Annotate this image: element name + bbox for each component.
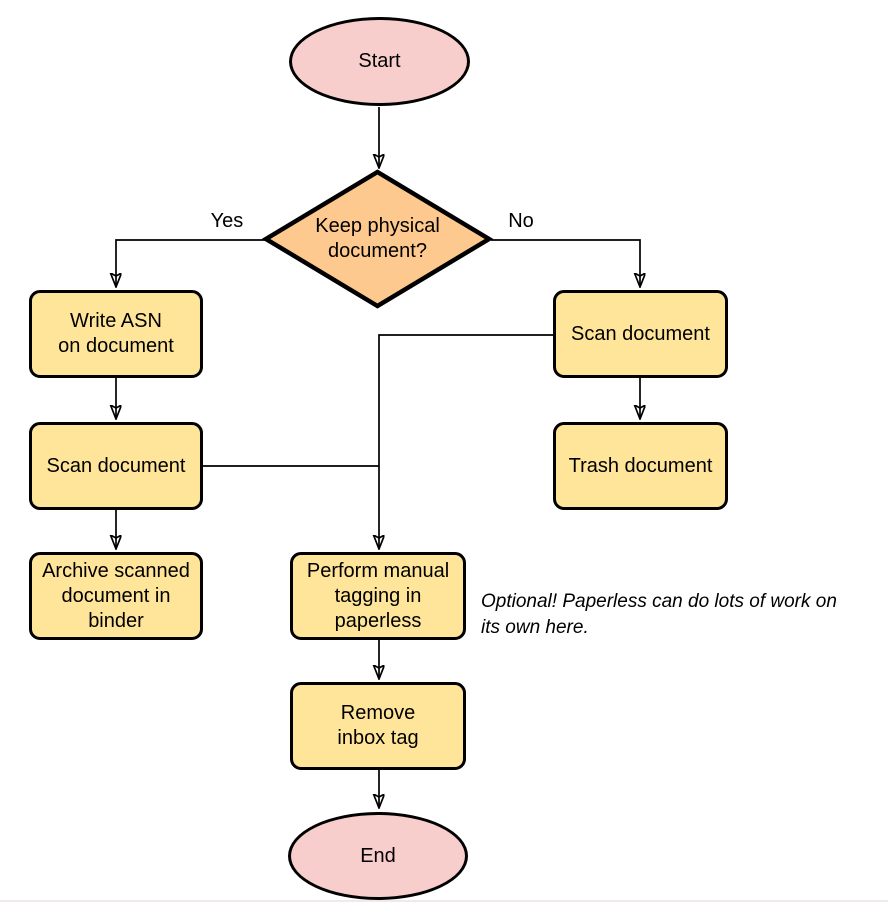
node-decision: Keep physical document? (262, 168, 493, 310)
node-remove-inbox-tag-label: Remove inbox tag (337, 702, 419, 749)
edge-scan-right-to-tagging (379, 334, 553, 548)
node-scan-document-left-label: Scan document (46, 454, 186, 477)
node-decision-label: Keep physical document? (315, 215, 440, 262)
node-write-asn: Write ASN on document (29, 290, 203, 378)
node-trash-document-label: Trash document (568, 454, 713, 477)
bottom-divider (0, 900, 888, 902)
node-start-label: Start (358, 50, 401, 72)
node-end: End (288, 812, 468, 900)
node-end-label: End (360, 844, 396, 867)
decision-diamond-shape (262, 169, 493, 309)
optional-note: Optional! Paperless can do lots of work … (481, 591, 837, 638)
node-scan-document-right: Scan document (553, 290, 728, 378)
node-remove-inbox-tag: Remove inbox tag (290, 682, 466, 770)
node-manual-tagging: Perform manual tagging in paperless (290, 552, 466, 640)
edge-label-yes: Yes (210, 210, 244, 232)
node-trash-document: Trash document (553, 422, 728, 510)
node-scan-document-right-label: Scan document (571, 322, 710, 345)
node-write-asn-label: Write ASN on document (58, 310, 174, 357)
edge-yes-to-write-asn (116, 239, 265, 286)
node-archive-binder: Archive scanned document in binder (29, 552, 203, 640)
node-archive-binder-label: Archive scanned document in binder (42, 559, 190, 632)
edge-label-no: No (508, 210, 534, 232)
node-start: Start (289, 17, 470, 106)
edge-no-to-scan-right (491, 239, 640, 286)
node-manual-tagging-label: Perform manual tagging in paperless (306, 559, 450, 632)
node-scan-document-left: Scan document (29, 422, 203, 510)
